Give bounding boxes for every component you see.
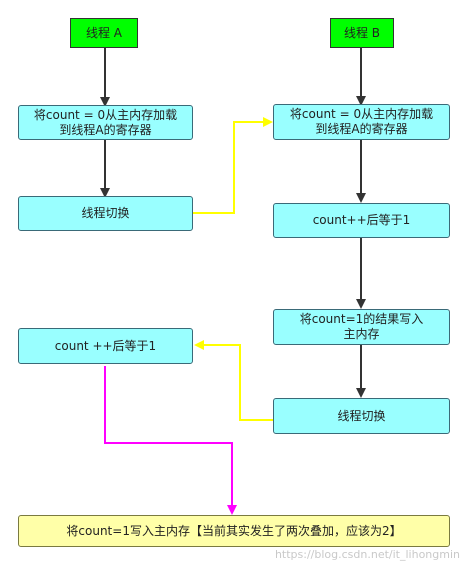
a-increment-label: count ++后等于1 <box>54 338 157 353</box>
a-switch-label: 线程切换 <box>81 206 130 220</box>
b-load-node: 将count = 0从主内存加载 到线程A的寄存器 <box>273 104 450 140</box>
thread-b-node: 线程 B <box>330 18 394 48</box>
thread-a-node: 线程 A <box>70 18 138 48</box>
b-write-node: 将count=1的结果写入 主内存 <box>273 309 450 345</box>
thread-b-label: 线程 B <box>343 25 381 40</box>
arrow-a-increment-to-final <box>104 366 237 515</box>
b-switch-node: 线程切换 <box>273 398 450 434</box>
a-load-node: 将count = 0从主内存加载 到线程A的寄存器 <box>18 105 193 140</box>
a-increment-node: count ++后等于1 <box>18 328 193 364</box>
watermark: https://blog.csdn.net/it_lihongmin <box>274 548 460 561</box>
arrow-switch-b-to-a <box>194 340 273 421</box>
final-write-label: 将count=1写入主内存【当前其实发生了两次叠加，应该为2】 <box>66 523 402 538</box>
b-increment-label: count++后等于1 <box>312 213 411 227</box>
arrow-switch-a-to-b <box>193 117 273 214</box>
thread-a-label: 线程 A <box>85 25 123 40</box>
final-write-node: 将count=1写入主内存【当前其实发生了两次叠加，应该为2】 <box>18 515 450 547</box>
a-switch-node: 线程切换 <box>18 196 193 231</box>
b-switch-label: 线程切换 <box>337 408 386 423</box>
b-increment-node: count++后等于1 <box>273 203 450 238</box>
